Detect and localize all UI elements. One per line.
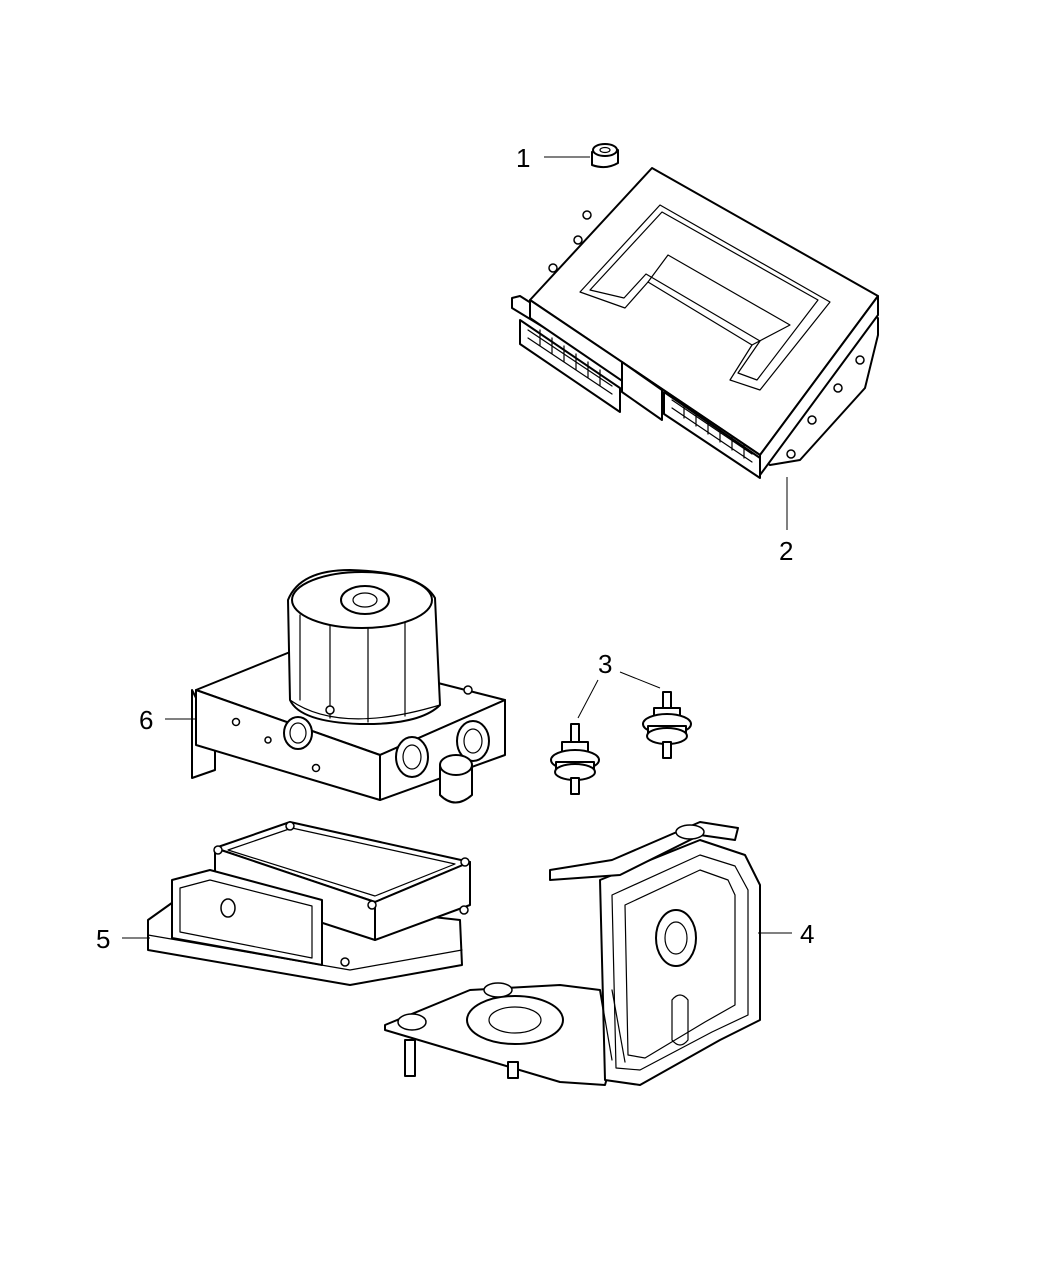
callout-1: 1 [516,143,530,173]
part-3-isolator-front [550,723,600,795]
part-5-brake-module [147,821,471,986]
part-6-hydraulic-unit [191,569,506,804]
part-2-control-module [511,167,879,479]
leader-3a [577,679,599,719]
callout-2: 2 [779,536,793,566]
callout-6: 6 [139,705,153,735]
callout-4: 4 [800,919,814,949]
callout-3: 3 [598,649,612,679]
part-3-isolator-rear [642,691,692,759]
part-4-bracket [384,821,761,1086]
part-1-nut [591,143,619,169]
leader-3b [619,671,661,689]
callout-5: 5 [96,924,110,954]
